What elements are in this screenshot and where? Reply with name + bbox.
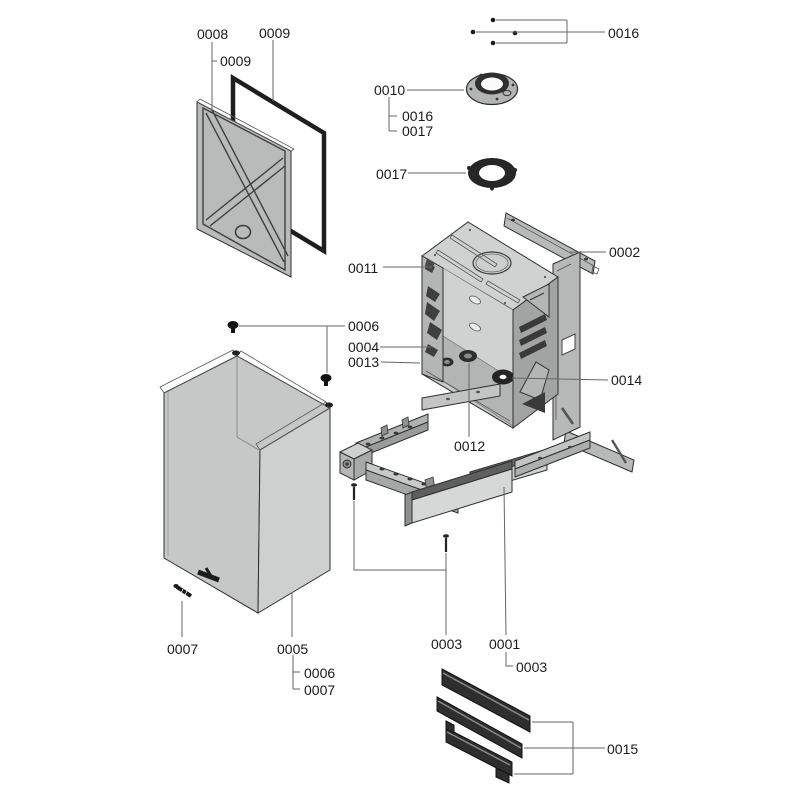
callout-0016-sub: 0016 [402,108,433,124]
callout-0001: 0001 [489,636,520,652]
callout-0007-sub: 0007 [304,682,335,698]
fan-hole [472,251,512,275]
callout-labels: 0008 0009 0009 0016 0010 0016 0017 0017 … [167,25,642,757]
part-0011-air-box [421,221,559,430]
part-0003-screws [351,483,449,552]
part-0010-flange [465,72,519,106]
callout-0003-sub: 0003 [516,659,547,675]
callout-0012: 0012 [454,438,485,454]
part-0005-cabinet [159,349,333,614]
callout-0008: 0008 [197,26,228,42]
part-side-panel-right [552,251,581,441]
callout-0006-sub: 0006 [304,665,335,681]
callout-0017: 0017 [376,166,407,182]
cabinet-pin-left [232,350,240,356]
callout-0009: 0009 [259,25,290,41]
cabinet-clip [197,569,220,583]
callout-0005: 0005 [277,641,308,657]
part-0006-pins [227,321,332,386]
callout-0006: 0006 [348,318,379,334]
callout-0002: 0002 [609,244,640,260]
callout-0007: 0007 [167,641,198,657]
callout-0004: 0004 [348,339,379,355]
chassis-base-frame [338,383,591,527]
callout-0015: 0015 [607,741,638,757]
part-0008-front-panel [196,98,295,278]
callout-0014: 0014 [611,372,642,388]
cabinet-pin-right [325,402,333,408]
part-0015-strips [436,668,531,784]
callout-0010: 0010 [374,82,405,98]
panel-hole [234,224,252,240]
callout-0011: 0011 [348,260,378,276]
part-0017-gasket-ring [467,158,517,191]
callout-0009-sub: 0009 [220,53,251,69]
leader-lines [181,19,609,775]
callout-0003: 0003 [431,636,462,652]
callout-0017-sub: 0017 [402,123,433,139]
callout-0013: 0013 [348,354,379,370]
callout-0016-top: 0016 [608,25,639,41]
part-0007-screw [173,584,193,598]
